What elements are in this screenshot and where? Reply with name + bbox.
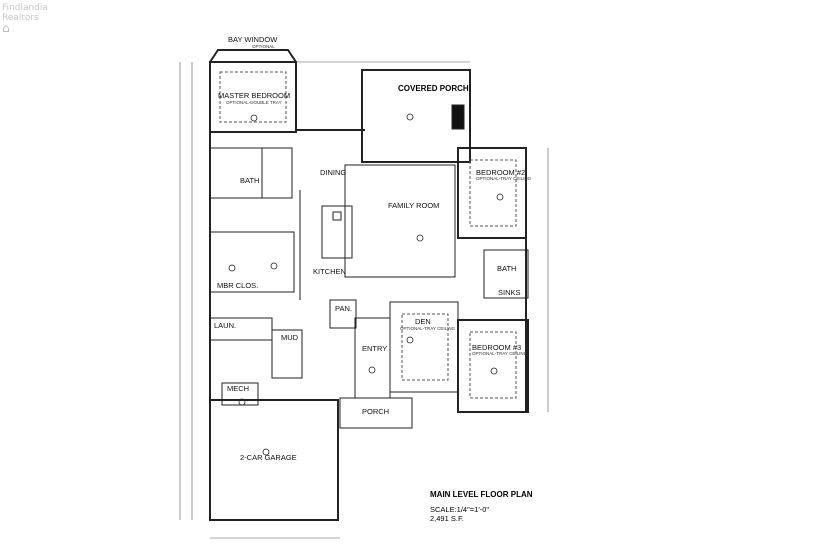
- label-master-bedroom-note: OPTIONAL-DOUBLE TRAY: [226, 100, 282, 105]
- entry-walls: [354, 317, 391, 399]
- mech-walls: [221, 382, 259, 406]
- covered-porch-walls: [361, 69, 471, 163]
- label-master-bedroom: MASTER BEDROOM: [218, 91, 290, 100]
- label-mud: MUD: [281, 333, 299, 342]
- label-dining: DINING: [320, 168, 346, 177]
- label-den: DEN: [415, 317, 431, 326]
- plan-area: 2,491 S.F.: [430, 514, 464, 523]
- laundry-walls: [209, 317, 273, 341]
- label-bedroom2-note: OPTIONAL-TRAY CEILING: [476, 176, 532, 181]
- label-entry: ENTRY: [362, 344, 387, 353]
- label-porch: PORCH: [362, 407, 389, 416]
- plan-scale: SCALE:1/4"=1'-0": [430, 505, 489, 514]
- label-laundry: LAUN.: [214, 321, 236, 330]
- label-sinks: SINKS: [498, 288, 521, 297]
- label-bedroom3: BEDROOM #3: [472, 343, 521, 352]
- label-mbr-closet: MBR CLOS.: [217, 281, 258, 290]
- watermark-line2: Realtors: [2, 13, 39, 23]
- mud-walls: [271, 329, 303, 379]
- watermark-line1: Findlandia: [2, 3, 48, 13]
- label-garage: 2-CAR GARAGE: [240, 453, 297, 462]
- bath2-walls: [483, 249, 529, 299]
- bay-window-wall: [209, 49, 297, 63]
- plan-title: MAIN LEVEL FLOOR PLAN: [430, 490, 533, 499]
- label-family-room: FAMILY ROOM: [388, 201, 439, 210]
- kitchen-island: [321, 205, 353, 259]
- pantry-walls: [329, 299, 357, 329]
- label-mech: MECH: [227, 384, 249, 393]
- porch-walls: [339, 397, 413, 429]
- label-kitchen: KITCHEN: [313, 267, 346, 276]
- label-covered-porch: COVERED PORCH: [398, 84, 469, 93]
- label-bedroom2: BEDROOM #2: [476, 168, 525, 177]
- label-master-bath: BATH: [240, 176, 259, 185]
- label-bay-window: BAY WINDOW: [228, 35, 278, 44]
- family-room-walls: [344, 164, 456, 278]
- label-bay-window-note: OPTIONAL: [252, 44, 275, 49]
- mbr-closet-walls: [209, 231, 295, 293]
- label-pantry: PAN.: [335, 304, 352, 313]
- label-den-note: OPTIONAL-TRAY CEILING: [400, 326, 456, 331]
- watermark: Findlandia Realtors ⌂: [2, 3, 48, 35]
- label-bath2: BATH: [497, 264, 516, 273]
- master-bath-walls: [209, 147, 263, 199]
- label-bedroom3-note: OPTIONAL-TRAY CEILING: [472, 351, 528, 356]
- house-logo-icon: ⌂: [2, 21, 10, 35]
